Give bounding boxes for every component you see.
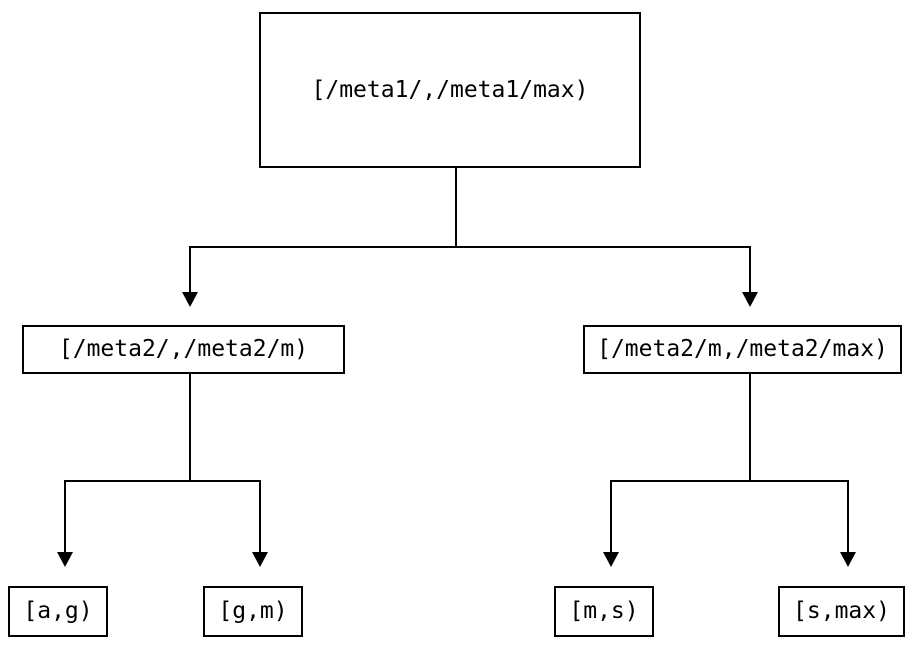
arrow-down-icon (182, 292, 198, 307)
connector-right-to-leaf4-drop (847, 480, 849, 552)
connector-root-to-left-drop (189, 246, 191, 292)
node-root-meta1-range: [/meta1/,/meta1/max) (259, 12, 641, 168)
node-leaf-m-s: [m,s) (554, 586, 654, 637)
connector-right-to-leaf3-drop (610, 480, 612, 552)
arrow-down-icon (840, 552, 856, 567)
arrow-down-icon (252, 552, 268, 567)
arrow-down-icon (742, 292, 758, 307)
connector-right-crossbar (610, 480, 849, 482)
node-label: [/meta2/m,/meta2/max) (597, 336, 888, 362)
node-label: [m,s) (569, 598, 639, 624)
node-leaf-a-g: [a,g) (8, 586, 108, 637)
node-leaf-g-m: [g,m) (203, 586, 303, 637)
connector-left-to-leaf1-drop (64, 480, 66, 552)
node-label: [a,g) (23, 598, 93, 624)
arrow-down-icon (603, 552, 619, 567)
connector-root-crossbar (189, 246, 751, 248)
connector-left-stem (189, 374, 191, 480)
connector-root-stem (455, 168, 457, 246)
node-label: [/meta2/,/meta2/m) (58, 336, 309, 362)
node-label: [/meta1/,/meta1/max) (311, 76, 589, 103)
arrow-down-icon (57, 552, 73, 567)
node-label: [g,m) (218, 598, 288, 624)
connector-right-stem (749, 374, 751, 480)
node-meta2-right-range: [/meta2/m,/meta2/max) (583, 325, 902, 374)
node-label: [s,max) (793, 598, 890, 624)
node-leaf-s-max: [s,max) (778, 586, 905, 637)
connector-left-crossbar (64, 480, 261, 482)
connector-left-to-leaf2-drop (259, 480, 261, 552)
node-meta2-left-range: [/meta2/,/meta2/m) (22, 325, 345, 374)
connector-root-to-right-drop (749, 246, 751, 292)
